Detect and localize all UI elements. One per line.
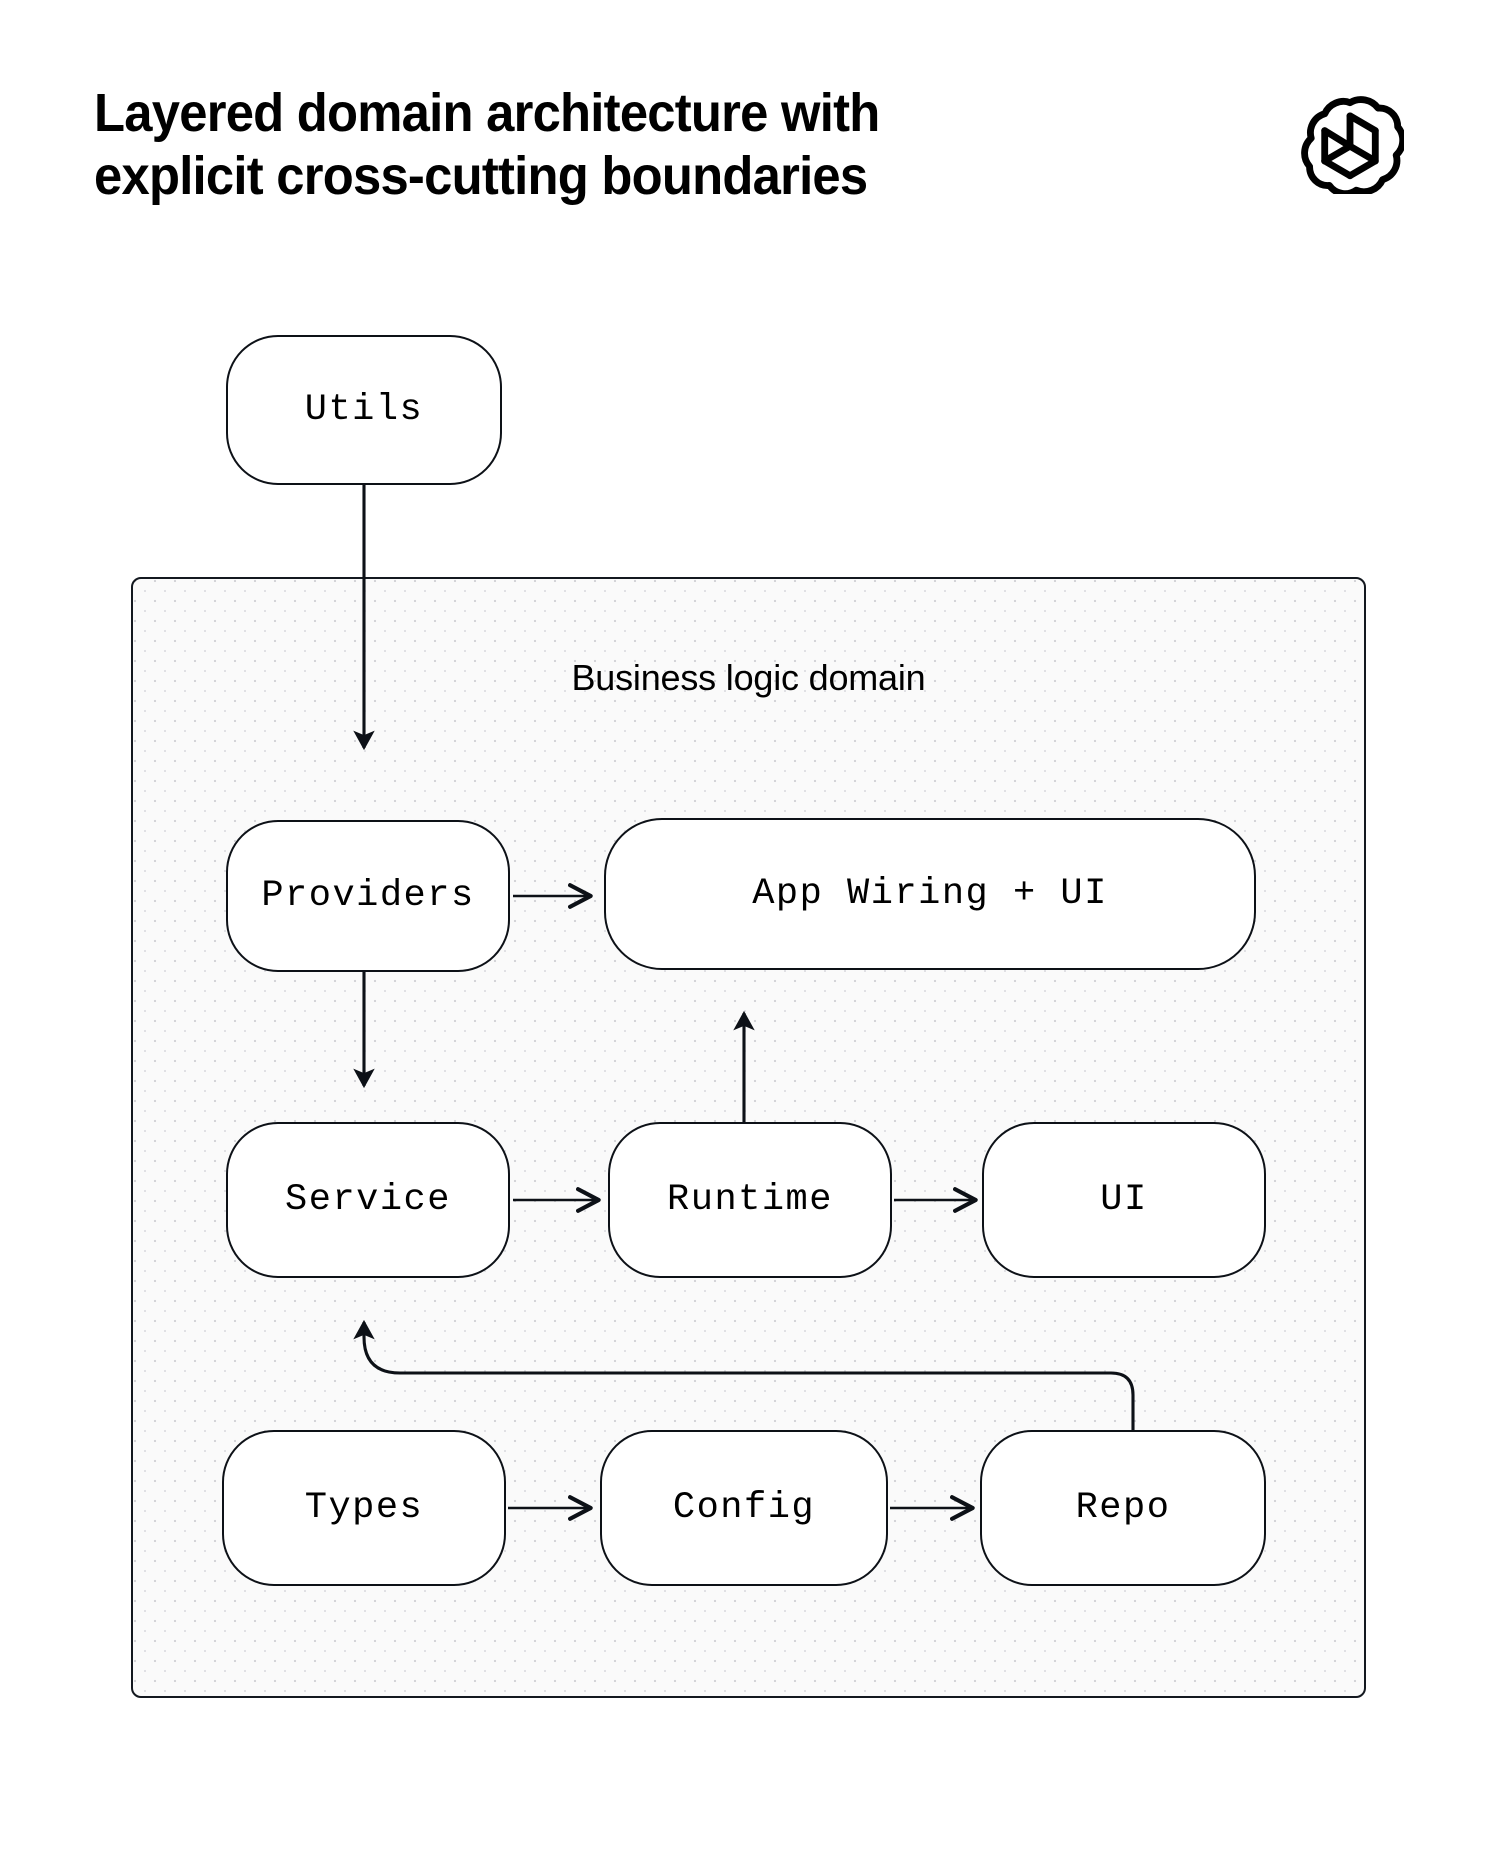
node-runtime[interactable]: Runtime [608, 1122, 892, 1278]
node-providers-label: Providers [261, 875, 475, 917]
page-header: Layered domain architecture with explici… [0, 0, 1500, 250]
node-ui-label: UI [1100, 1179, 1148, 1221]
node-app-wiring[interactable]: App Wiring + UI [604, 818, 1256, 970]
node-types[interactable]: Types [222, 1430, 506, 1586]
node-types-label: Types [304, 1487, 424, 1529]
node-providers[interactable]: Providers [226, 820, 510, 972]
node-config-label: Config [672, 1487, 816, 1529]
domain-container-label: Business logic domain [571, 657, 926, 698]
page-title: Layered domain architecture with explici… [94, 83, 880, 206]
node-repo[interactable]: Repo [980, 1430, 1266, 1586]
node-repo-label: Repo [1075, 1487, 1171, 1529]
openai-logo-icon [1296, 86, 1404, 194]
node-utils-label: Utils [304, 389, 424, 431]
node-runtime-label: Runtime [667, 1179, 833, 1221]
node-service[interactable]: Service [226, 1122, 510, 1278]
node-service-label: Service [285, 1179, 451, 1221]
node-app-wiring-label: App Wiring + UI [752, 873, 1108, 915]
node-config[interactable]: Config [600, 1430, 888, 1586]
node-utils[interactable]: Utils [226, 335, 502, 485]
node-ui[interactable]: UI [982, 1122, 1266, 1278]
